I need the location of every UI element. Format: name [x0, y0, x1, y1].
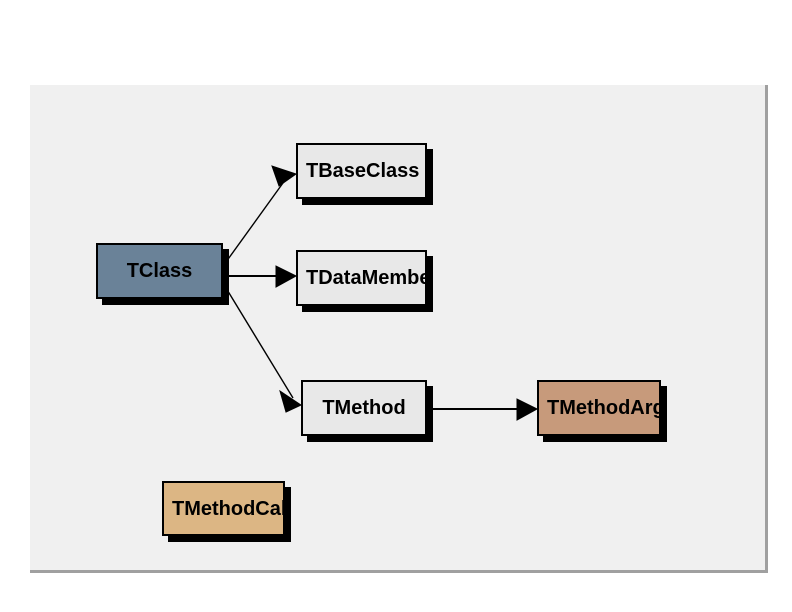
- node-tmethodarg[interactable]: TMethodArg: [537, 380, 661, 436]
- node-tmethodarg-label: TMethodArg: [547, 397, 661, 419]
- node-tbaseclass-label: TBaseClass: [306, 160, 420, 182]
- node-tdatamember[interactable]: TDataMember: [296, 250, 427, 306]
- node-tdatamember-label: TDataMember: [306, 267, 427, 289]
- node-tmethodcall-label: TMethodCall: [172, 497, 285, 520]
- node-tbaseclass[interactable]: TBaseClass: [296, 143, 427, 199]
- node-tclass-label: TClass: [126, 260, 193, 282]
- node-tmethod-label: TMethod: [322, 397, 406, 419]
- node-tmethodcall[interactable]: TMethodCall: [162, 481, 285, 536]
- node-tmethod[interactable]: TMethod: [301, 380, 427, 436]
- node-tclass[interactable]: TClass: [96, 243, 223, 299]
